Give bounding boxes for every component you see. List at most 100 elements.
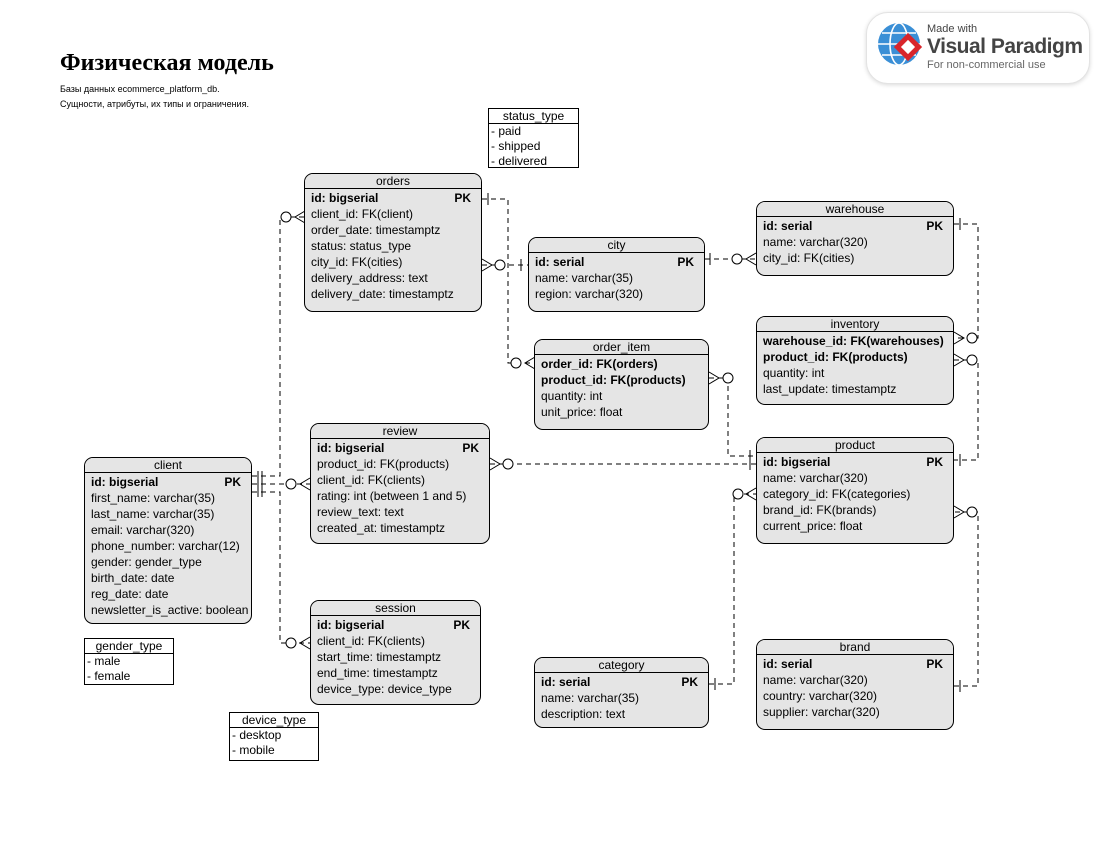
enum-gender-type[interactable]: gender_type- male- female xyxy=(84,638,174,685)
attribute-text: name: varchar(320) xyxy=(763,471,868,485)
attribute-row: id: serial PK xyxy=(541,674,702,690)
primary-key-badge: PK xyxy=(462,441,479,455)
attribute-row: email: varchar(320) xyxy=(91,522,245,538)
rel-warehouse-inventory xyxy=(954,223,979,339)
attribute-row: order_id: FK(orders) xyxy=(541,356,702,372)
attribute-text: supplier: varchar(320) xyxy=(763,705,880,719)
attribute-row: unit_price: float xyxy=(541,404,702,420)
attribute-text: product_id: FK(products) xyxy=(317,457,450,471)
entity-title: session xyxy=(311,601,480,616)
attribute-text: id: serial xyxy=(763,657,813,671)
primary-key-badge: PK xyxy=(453,618,470,632)
attribute-row: name: varchar(35) xyxy=(541,690,702,706)
rel-brand-product xyxy=(954,511,979,687)
enum-status-type[interactable]: status_type- paid- shipped- delivered xyxy=(488,108,579,168)
entity-title: product xyxy=(757,438,953,453)
primary-key-badge: PK xyxy=(681,675,698,689)
attribute-text: country: varchar(320) xyxy=(763,689,878,703)
enum-value: - mobile xyxy=(232,743,275,757)
page-description: Сущности, атрибуты, их типы и ограничени… xyxy=(60,99,249,109)
attribute-text: unit_price: float xyxy=(541,405,623,419)
attribute-row: gender: gender_type xyxy=(91,554,245,570)
attribute-text: status: status_type xyxy=(311,239,412,253)
logo-made-with: Made with xyxy=(927,23,978,35)
attribute-text: order_id: FK(orders) xyxy=(541,357,658,371)
enum-value: - shipped xyxy=(491,139,541,153)
attribute-text: birth_date: date xyxy=(91,571,175,585)
enum-device-type[interactable]: device_type- desktop- mobile xyxy=(229,712,319,761)
attribute-text: gender: gender_type xyxy=(91,555,202,569)
attribute-row: client_id: FK(client) xyxy=(311,206,475,222)
primary-key-badge: PK xyxy=(926,219,943,233)
enum-title: status_type xyxy=(489,109,578,124)
attribute-row: quantity: int xyxy=(763,365,947,381)
attribute-text: id: serial xyxy=(763,219,813,233)
attribute-text: rating: int (between 1 and 5) xyxy=(317,489,467,503)
attribute-row: category_id: FK(categories) xyxy=(763,486,947,502)
enum-title: device_type xyxy=(230,713,318,728)
attribute-row: product_id: FK(products) xyxy=(541,372,702,388)
attribute-row: quantity: int xyxy=(541,388,702,404)
primary-key-badge: PK xyxy=(454,191,471,205)
attribute-row: birth_date: date xyxy=(91,570,245,586)
rel-client-orders xyxy=(252,216,305,477)
attribute-row: first_name: varchar(35) xyxy=(91,490,245,506)
attribute-text: id: bigserial xyxy=(317,441,385,455)
attribute-text: city_id: FK(cities) xyxy=(311,255,403,269)
attribute-row: description: text xyxy=(541,706,702,722)
logo-note: For non-commercial use xyxy=(927,59,1046,71)
entity-title: category xyxy=(535,658,708,673)
enum-value: - male xyxy=(87,654,121,668)
rel-client-session xyxy=(252,491,310,644)
visual-paradigm-logo-icon xyxy=(878,22,923,66)
enum-value: - desktop xyxy=(232,728,282,742)
rel-orders-orderitem xyxy=(482,198,535,364)
attribute-row: brand_id: FK(brands) xyxy=(763,502,947,518)
attribute-text: client_id: FK(clients) xyxy=(317,634,426,648)
attribute-text: email: varchar(320) xyxy=(91,523,195,537)
entity-title: city xyxy=(529,238,704,253)
attribute-text: name: varchar(320) xyxy=(763,235,868,249)
rel-category-product xyxy=(709,493,756,685)
enum-value: - delivered xyxy=(491,154,548,168)
entity-title: brand xyxy=(757,640,953,655)
attribute-text: current_price: float xyxy=(763,519,863,533)
attribute-row: phone_number: varchar(12) xyxy=(91,538,245,554)
attribute-row: client_id: FK(clients) xyxy=(317,472,483,488)
attribute-text: reg_date: date xyxy=(91,587,169,601)
attribute-text: newsletter_is_active: boolean xyxy=(91,603,249,617)
visual-paradigm-badge: Made with Visual Paradigm For non-commer… xyxy=(866,12,1090,84)
attribute-text: id: serial xyxy=(541,675,591,689)
page-title: Физическая модель xyxy=(60,50,274,76)
primary-key-badge: PK xyxy=(926,455,943,469)
enum-value: - paid xyxy=(491,124,522,138)
attribute-text: created_at: timestamptz xyxy=(317,521,446,535)
attribute-row: reg_date: date xyxy=(91,586,245,602)
attribute-text: warehouse_id: FK(warehouses) xyxy=(763,334,944,348)
attribute-row: product_id: FK(products) xyxy=(317,456,483,472)
attribute-row: city_id: FK(cities) xyxy=(311,254,475,270)
attribute-text: quantity: int xyxy=(763,366,825,380)
attribute-text: client_id: FK(client) xyxy=(311,207,414,221)
attribute-row: order_date: timestamptz xyxy=(311,222,475,238)
enum-value: - female xyxy=(87,669,131,683)
attribute-text: review_text: text xyxy=(317,505,404,519)
attribute-text: city_id: FK(cities) xyxy=(763,251,855,265)
attribute-text: delivery_date: timestamptz xyxy=(311,287,454,301)
entity-title: client xyxy=(85,458,251,473)
attribute-row: review_text: text xyxy=(317,504,483,520)
attribute-text: quantity: int xyxy=(541,389,603,403)
